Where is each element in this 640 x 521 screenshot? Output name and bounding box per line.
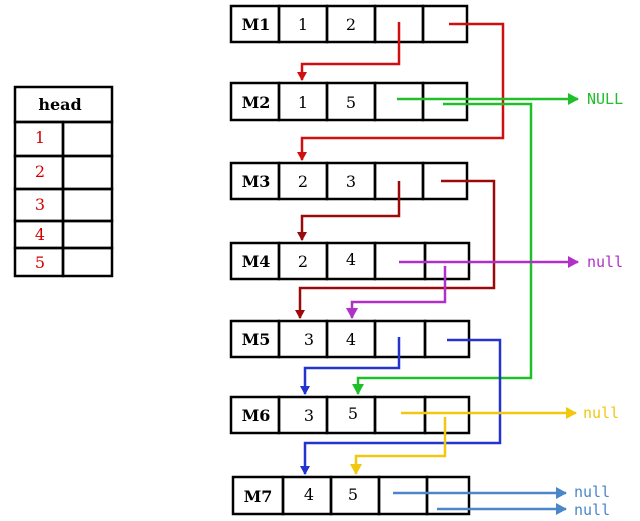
record-field-a: 1 [298,93,308,112]
record-label: M4 [242,252,271,271]
record-field-a: 2 [298,252,308,271]
head-index-5: 5 [35,253,45,272]
head-table-row: 3 [13,187,114,223]
null-label-yellow: null [583,404,619,422]
head-index-3: 3 [35,195,45,214]
purple-pointer-m4-m5 [346,266,447,319]
record-label: M5 [242,330,271,349]
record-field-a: 3 [304,330,314,349]
red-pointer-m1-m2 [297,22,401,81]
record-field-b: 5 [348,404,358,423]
null-label-steelblue-1: null [574,483,610,501]
record-label: M7 [244,487,273,506]
head-index-2: 2 [35,162,45,181]
record-label: M3 [242,172,271,191]
null-label-purple: null [587,253,623,271]
blue-pointer-m5-m7 [300,338,502,475]
record-field-a: 1 [298,15,308,34]
null-label-steelblue-2: null [574,501,610,519]
record-label: M2 [242,93,271,112]
record-m2: M2 1 5 [229,81,469,122]
record-field-b: 4 [346,330,356,349]
head-index-1: 1 [35,128,45,147]
record-field-b: 3 [346,172,356,191]
record-field-a: 3 [304,406,314,425]
red-pointer-m1-m3 [297,22,505,161]
head-table-title: head [38,95,81,114]
record-field-b: 4 [346,250,356,269]
head-table-row: 2 [13,154,114,191]
record-label: M1 [242,15,271,34]
record-field-b: 5 [346,93,356,112]
record-field-b: 2 [346,15,356,34]
record-label: M6 [242,406,271,425]
blue-pointer-m5-m6 [300,337,401,395]
record-m5: M5 3 4 [229,319,471,359]
record-m4: M4 2 4 [229,241,471,281]
record-m1: M1 1 2 [229,4,469,44]
null-label-green: NULL [587,90,623,108]
record-field-a: 2 [298,172,308,191]
record-field-a: 4 [304,485,314,504]
record-m3: M3 2 3 [229,161,469,201]
record-m6: M6 3 5 [229,395,471,435]
head-table-row: 1 [13,120,114,158]
record-m7: M7 4 5 [231,475,471,516]
darkred-pointer-m3-m5 [295,179,496,319]
record-field-b: 5 [348,485,358,504]
head-table: head 1 2 3 4 5 [13,85,114,278]
green-pointer-m2-m6 [352,102,533,395]
head-index-4: 4 [35,225,45,244]
yellow-pointer-m6-m7 [350,417,447,475]
darkred-pointer-m3-m4 [297,181,401,241]
head-table-row: 4 [13,219,114,250]
head-table-row: 5 [13,246,114,278]
